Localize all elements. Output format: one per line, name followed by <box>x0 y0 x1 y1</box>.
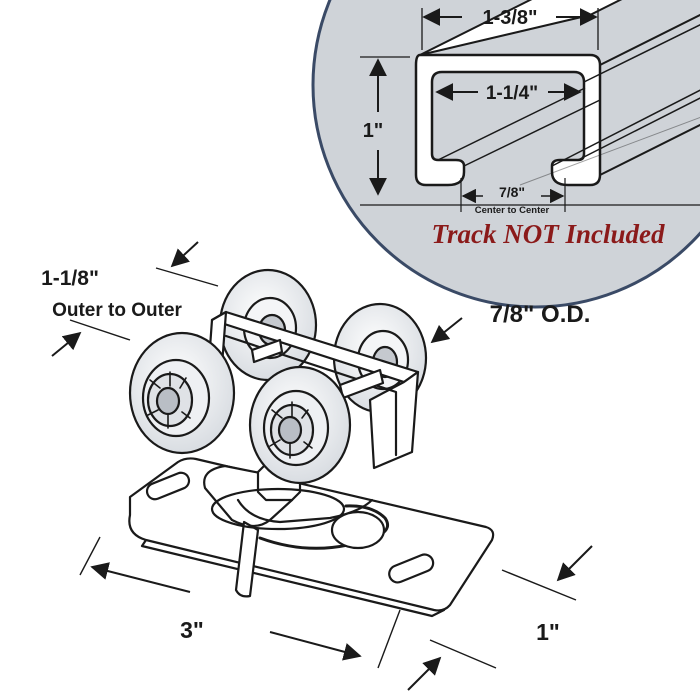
wheel-span-ext-bottom <box>69 319 131 341</box>
outer-width-label: 1-3/8" <box>482 7 537 29</box>
slot-center-label: 7/8" <box>499 184 525 200</box>
wheel-span-note: Outer to Outer <box>52 300 182 321</box>
front-left-wheel <box>128 331 236 455</box>
width-label: 1" <box>536 619 560 645</box>
base-plate-edge <box>140 538 446 618</box>
washer <box>210 487 346 531</box>
wheel-span-label: 1-1/8" <box>41 267 99 290</box>
height-label: 1" <box>363 120 384 142</box>
width-arrow-bottom <box>407 656 442 691</box>
width-arrow-top <box>556 545 593 582</box>
length-ext-left <box>79 536 101 576</box>
hanger-dimensions: 1-1/8" Outer to Outer 7/8" O.D. 3" 1" <box>41 241 593 691</box>
wheel-diameter-label: 7/8" O.D. <box>490 301 591 328</box>
length-arrow-right <box>269 631 362 661</box>
front-axle-left <box>250 338 284 364</box>
width-ext-top <box>501 569 577 601</box>
hanger-assembly <box>128 268 495 618</box>
front-right-wheel <box>248 365 352 485</box>
plate-hub <box>330 510 386 550</box>
inset-circle <box>311 0 700 309</box>
release-lever <box>234 520 260 598</box>
inner-width-label: 1-1/4" <box>486 83 538 104</box>
track-not-included-notice: Track NOT Included <box>432 219 665 249</box>
wheel-span-arrow-bottom <box>51 331 82 357</box>
frame-inner-edge <box>224 334 398 457</box>
right-mounting-slot <box>388 553 435 584</box>
wheel-span-ext-top <box>155 267 219 287</box>
length-ext-right <box>377 609 401 669</box>
track-inset: 1-3/8" 1-1/4" 1" 7/8" Center to Center T… <box>311 0 700 309</box>
track-profile <box>360 0 700 206</box>
wheel-diameter-arrow <box>430 317 463 344</box>
slot-center-note: Center to Center <box>475 205 550 216</box>
frame-right-side <box>368 370 420 470</box>
width-ext-bottom <box>429 639 497 669</box>
length-label: 3" <box>180 617 204 643</box>
left-mounting-slot <box>145 471 191 501</box>
length-arrow-left <box>90 562 191 593</box>
wheel-span-arrow-top <box>170 241 199 268</box>
